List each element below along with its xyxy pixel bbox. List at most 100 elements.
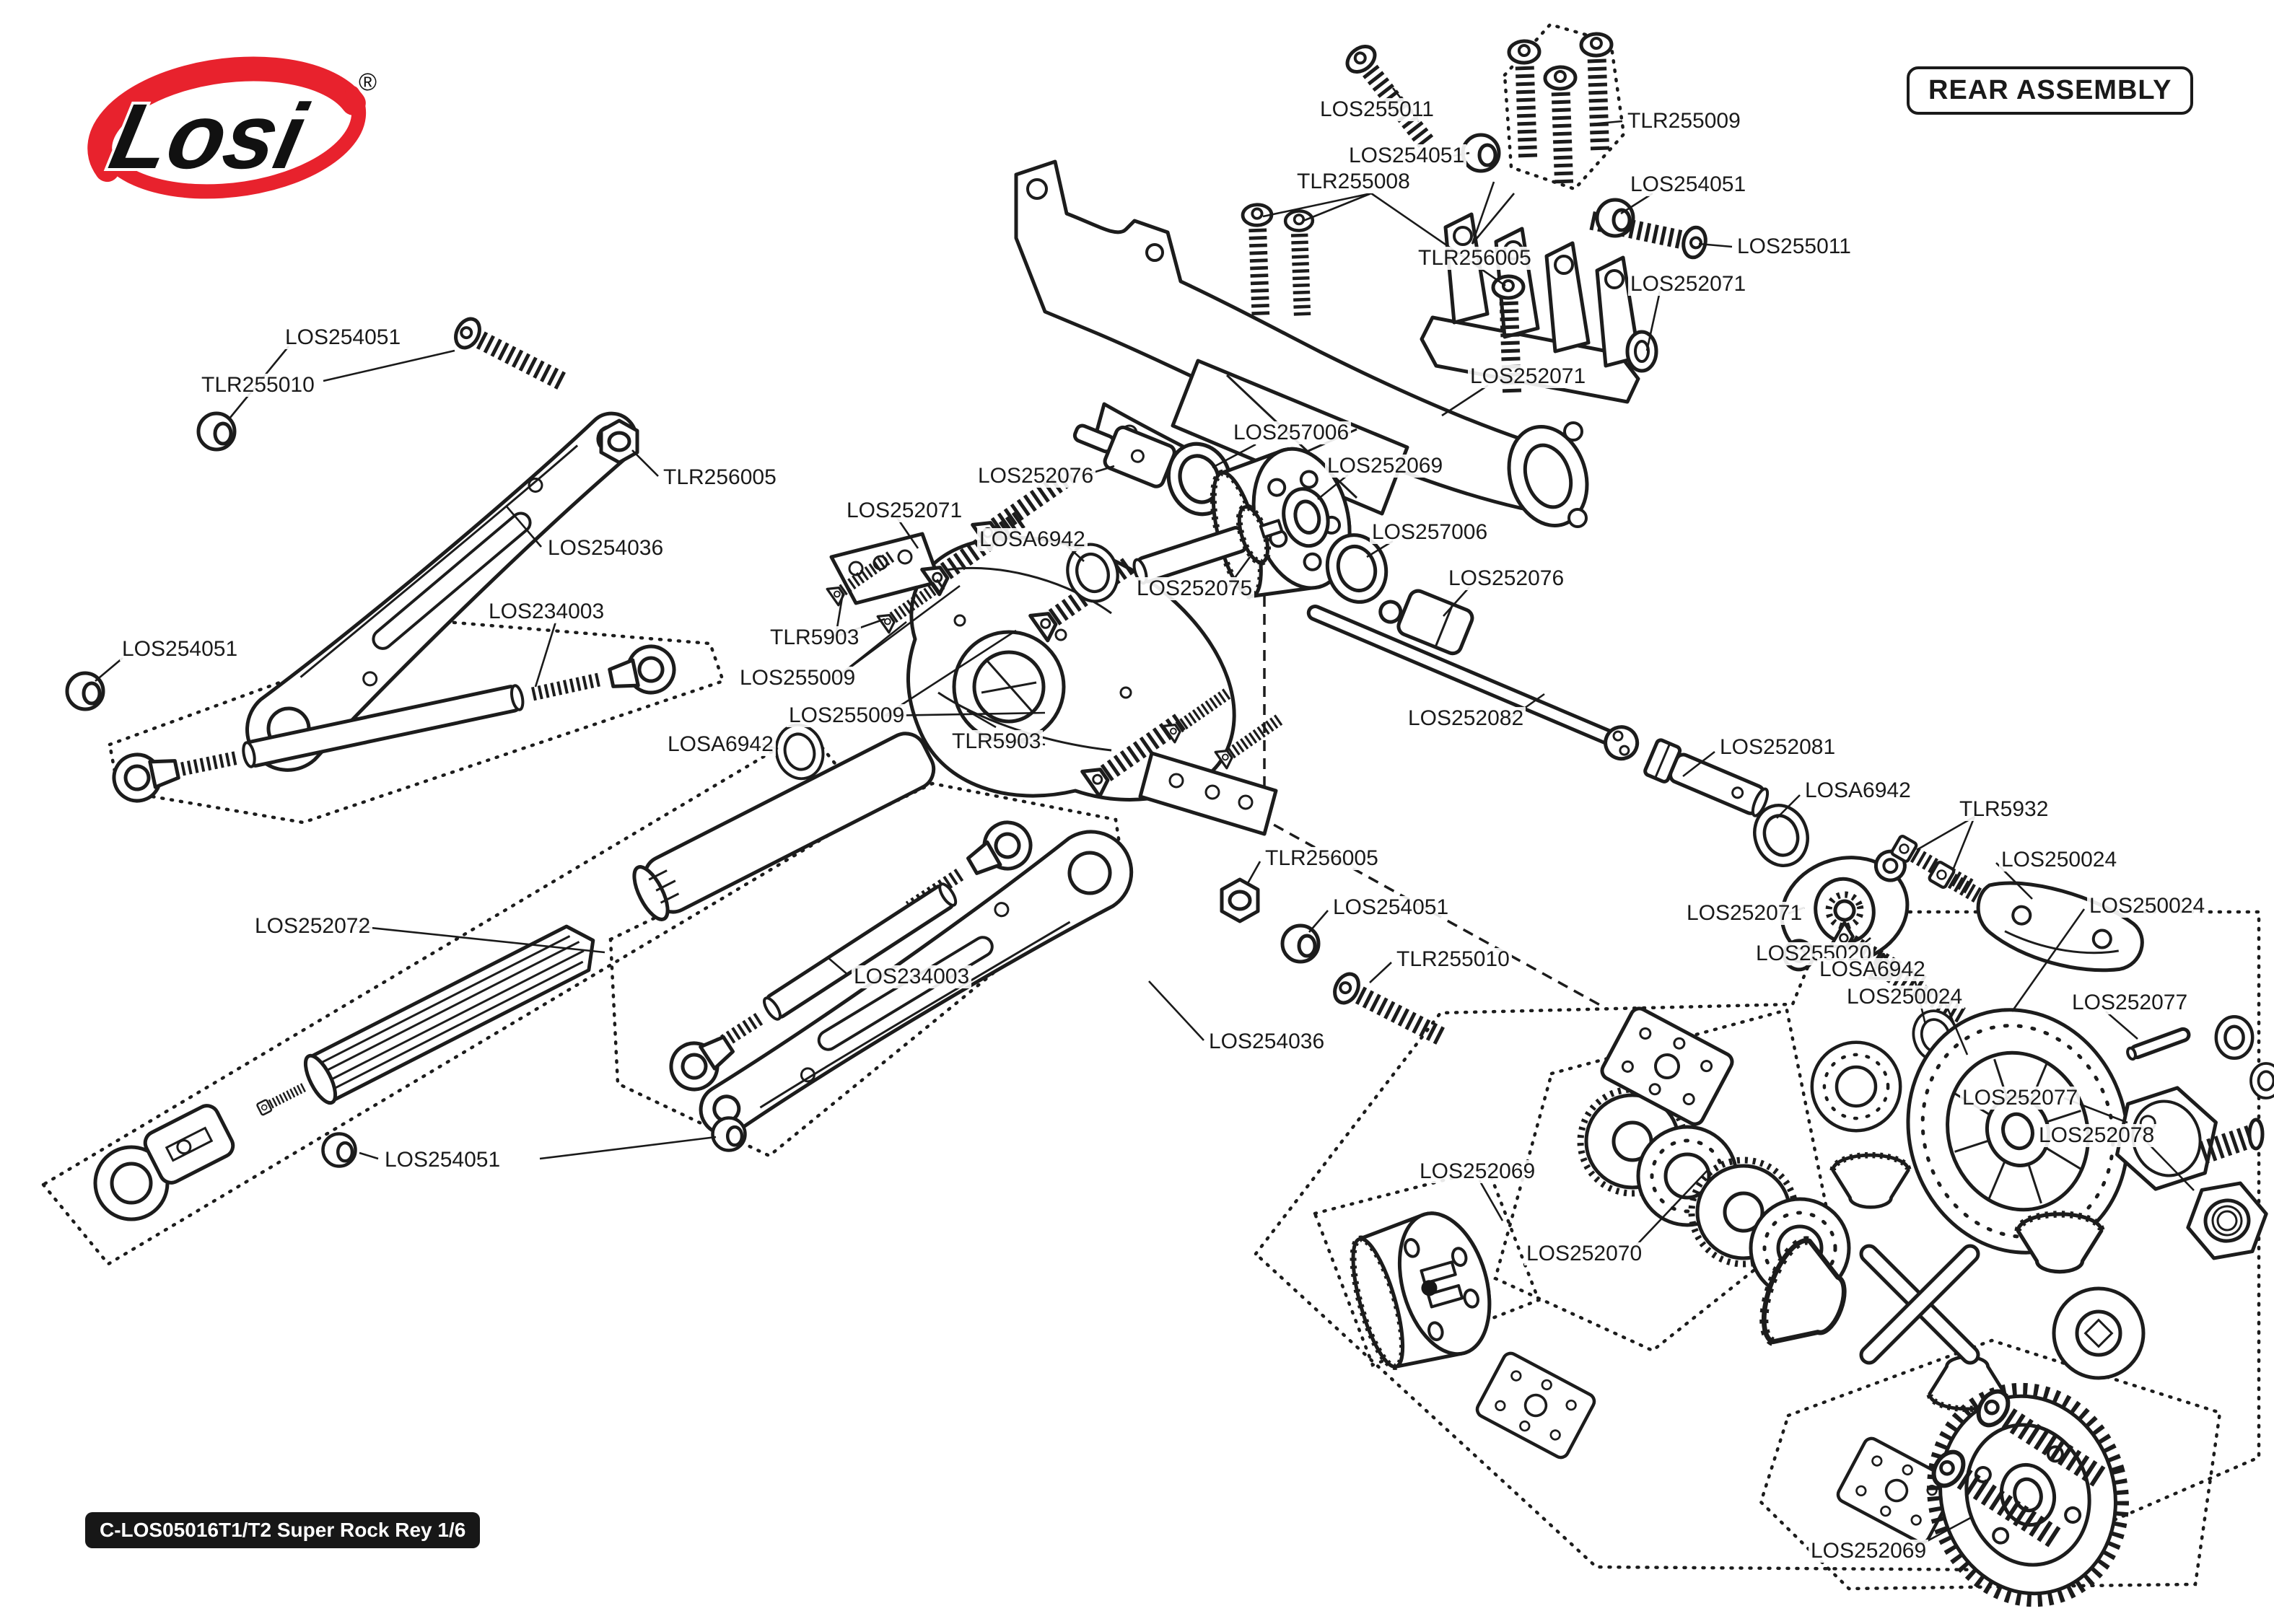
part-label-los252069: LOS252069 <box>1809 1540 1929 1563</box>
leader-line <box>1366 540 1394 558</box>
part-label-tlr256005: TLR256005 <box>661 466 779 489</box>
part-label-tlr5903: TLR5903 <box>950 730 1044 753</box>
leader-line <box>1478 1180 1504 1221</box>
part-label-los252072: LOS252072 <box>253 915 373 938</box>
part-label-los252071: LOS252071 <box>1468 365 1588 388</box>
leader-line <box>1212 443 1256 469</box>
part-label-los254051: LOS254051 <box>1331 896 1451 919</box>
part-label-los252071: LOS252071 <box>1684 902 1805 925</box>
leader-line <box>1645 291 1661 351</box>
part-label-los254036: LOS254036 <box>546 537 666 560</box>
diff-gear-train <box>1060 423 1910 972</box>
leader-line <box>884 629 1017 717</box>
part-label-tlr255008: TLR255008 <box>1295 170 1412 193</box>
leader-line <box>1317 473 1349 501</box>
part-label-los255011: LOS255011 <box>1318 98 1436 121</box>
diff-internals <box>1350 1006 2274 1607</box>
part-label-tlr255010: TLR255010 <box>199 374 317 397</box>
part-label-los234003: LOS234003 <box>852 965 972 988</box>
part-label-los252075: LOS252075 <box>1134 577 1255 600</box>
part-label-los254051: LOS254051 <box>283 326 403 349</box>
upper-link <box>110 642 678 805</box>
leader-line <box>828 957 849 976</box>
part-label-losa6942: LOSA6942 <box>1817 958 1928 981</box>
leader-line <box>95 657 123 682</box>
part-label-los234003: LOS234003 <box>486 600 607 623</box>
leader-line <box>1369 962 1392 983</box>
part-label-los255009: LOS255009 <box>738 667 858 690</box>
leader-line <box>534 621 557 688</box>
leader-line <box>506 506 542 548</box>
part-label-losa6942: LOSA6942 <box>1803 779 1913 802</box>
leader-line <box>1262 192 1372 218</box>
part-label-los252076: LOS252076 <box>976 465 1096 488</box>
leader-line <box>359 1151 379 1160</box>
losi-logo: Losi ® <box>87 56 377 199</box>
part-label-los252070: LOS252070 <box>1524 1242 1645 1265</box>
part-label-los252081: LOS252081 <box>1718 736 1838 759</box>
part-label-los252069: LOS252069 <box>1417 1160 1538 1183</box>
leader-line <box>1698 242 1733 248</box>
part-label-los252077: LOS252077 <box>1960 1087 2081 1110</box>
leader-line <box>1590 120 1623 126</box>
part-label-los252076: LOS252076 <box>1446 567 1567 590</box>
lower-link <box>662 814 1039 1098</box>
leader-line <box>884 711 1046 717</box>
part-label-losa6942: LOSA6942 <box>665 733 776 756</box>
part-label-los254051: LOS254051 <box>382 1149 503 1172</box>
leader-line <box>1776 794 1801 819</box>
part-label-los252069: LOS252069 <box>1325 455 1446 478</box>
part-label-tlr255010: TLR255010 <box>1394 948 1512 971</box>
logo-registered-mark: ® <box>359 69 377 96</box>
logo-swoosh <box>87 56 366 183</box>
leader-line <box>1471 193 1516 245</box>
leader-line <box>1441 384 1489 417</box>
part-label-los250024: LOS250024 <box>1999 848 2120 872</box>
part-label-los257006: LOS257006 <box>1370 521 1490 544</box>
part-label-tlr255009: TLR255009 <box>1625 110 1743 133</box>
part-label-losa6942: LOSA6942 <box>977 528 1088 551</box>
part-label-los254051: LOS254051 <box>120 638 240 661</box>
part-label-los252082: LOS252082 <box>1406 707 1526 730</box>
footer-part-code: C-LOS05016T1/T2 Super Rock Rey 1/6 <box>85 1512 481 1548</box>
leader-line <box>1308 910 1329 933</box>
leader-line <box>323 349 455 382</box>
part-label-los257006: LOS257006 <box>1231 421 1352 444</box>
part-label-los252071: LOS252071 <box>1628 273 1749 296</box>
part-label-tlr5903: TLR5903 <box>768 626 862 649</box>
leader-line <box>1443 587 1470 617</box>
leader-line <box>631 449 659 477</box>
leader-line <box>1246 861 1261 885</box>
leader-line <box>1148 980 1204 1041</box>
part-label-tlr256005: TLR256005 <box>1416 247 1534 270</box>
leader-line <box>1370 192 1506 287</box>
part-label-los255011: LOS255011 <box>1735 235 1853 258</box>
part-label-los254036: LOS254036 <box>1207 1030 1327 1053</box>
part-label-los252071: LOS252071 <box>844 499 965 522</box>
leader-line <box>966 709 997 729</box>
part-label-los252078: LOS252078 <box>2037 1124 2157 1147</box>
leader-line <box>1620 192 1653 215</box>
part-label-tlr5932: TLR5932 <box>1957 798 2051 821</box>
page-title: REAR ASSEMBLY <box>1907 66 2194 115</box>
logo-text: Losi <box>102 85 315 188</box>
leader-line <box>2105 1011 2138 1040</box>
leader-line <box>1471 181 1495 245</box>
part-label-los252077: LOS252077 <box>2070 991 2190 1014</box>
leader-line <box>835 584 961 680</box>
part-label-los250024: LOS250024 <box>1845 986 1965 1009</box>
part-label-los250024: LOS250024 <box>2087 895 2208 918</box>
part-label-los255009: LOS255009 <box>787 704 907 727</box>
leader-line <box>2011 908 2086 1012</box>
part-label-tlr256005: TLR256005 <box>1263 847 1381 870</box>
part-label-los254051: LOS254051 <box>1347 144 1467 167</box>
leader-line <box>1916 815 1975 851</box>
leader-line <box>1303 192 1372 222</box>
leader-line <box>1951 816 1976 871</box>
leader-line <box>356 925 605 954</box>
driveshaft-los252072 <box>93 684 1011 1221</box>
leader-line <box>1629 1168 1710 1253</box>
leader-line <box>1682 750 1715 778</box>
